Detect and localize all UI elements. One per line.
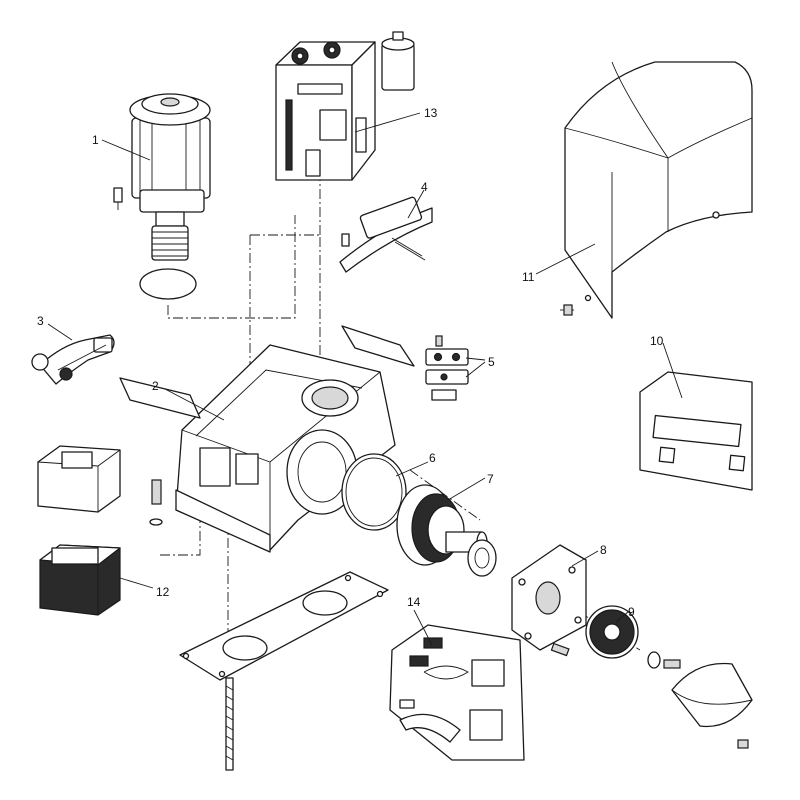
transformer-core xyxy=(39,544,121,616)
callout-4: 4 xyxy=(421,180,428,194)
part-8-flange xyxy=(511,544,587,657)
flange-screw xyxy=(550,642,570,657)
callout-8: 8 xyxy=(600,543,607,557)
worm-shaft xyxy=(151,225,189,261)
part-3-release-lever xyxy=(31,334,115,385)
part-1-motor xyxy=(113,93,211,300)
pinion-washer xyxy=(647,651,661,669)
callout-3: 3 xyxy=(37,314,44,328)
callout-9: 9 xyxy=(628,605,635,619)
leader-lines xyxy=(47,112,683,646)
part-14-magnet-kit-inset xyxy=(389,624,525,761)
cover-gasket-strip xyxy=(341,325,415,367)
part-7-gear-shaft xyxy=(396,484,497,577)
part-6-o-ring xyxy=(341,453,407,531)
threaded-rod xyxy=(225,677,234,771)
part-4-limit-switch xyxy=(339,196,433,273)
cover-screw xyxy=(560,304,574,316)
callout-14: 14 xyxy=(407,595,421,609)
pinion-guard xyxy=(671,662,753,749)
part-11-cover xyxy=(560,61,753,319)
part-5-sensor-brackets xyxy=(425,335,469,401)
motor-screw xyxy=(113,187,123,203)
part-2-gearbox-housing xyxy=(119,325,415,553)
part-10-rack-inset xyxy=(639,371,753,491)
callout-6: 6 xyxy=(429,451,436,465)
housing-gasket-strip xyxy=(119,377,201,419)
callout-13: 13 xyxy=(424,106,438,120)
mounting-plate xyxy=(179,571,389,681)
part-12-transformer xyxy=(37,445,121,616)
callout-1: 1 xyxy=(92,133,99,147)
shaft-washer xyxy=(467,539,497,577)
pinion-screw xyxy=(663,659,681,669)
transformer-box xyxy=(37,445,121,513)
limit-switch-screw xyxy=(341,233,350,247)
callout-labels: 1 2 3 4 5 6 7 8 9 10 11 12 13 14 xyxy=(37,106,664,619)
part-9-pinion xyxy=(585,605,681,669)
callout-7: 7 xyxy=(487,472,494,486)
guard-screw xyxy=(737,739,749,749)
capacitor xyxy=(381,31,415,91)
callout-5: 5 xyxy=(488,355,495,369)
callout-2: 2 xyxy=(152,379,159,393)
callout-11: 11 xyxy=(522,270,535,284)
motor-o-ring xyxy=(139,268,197,300)
callout-12: 12 xyxy=(156,585,170,599)
part-13-control-board xyxy=(275,31,415,181)
callout-10: 10 xyxy=(650,334,664,348)
housing-screw xyxy=(149,479,163,526)
